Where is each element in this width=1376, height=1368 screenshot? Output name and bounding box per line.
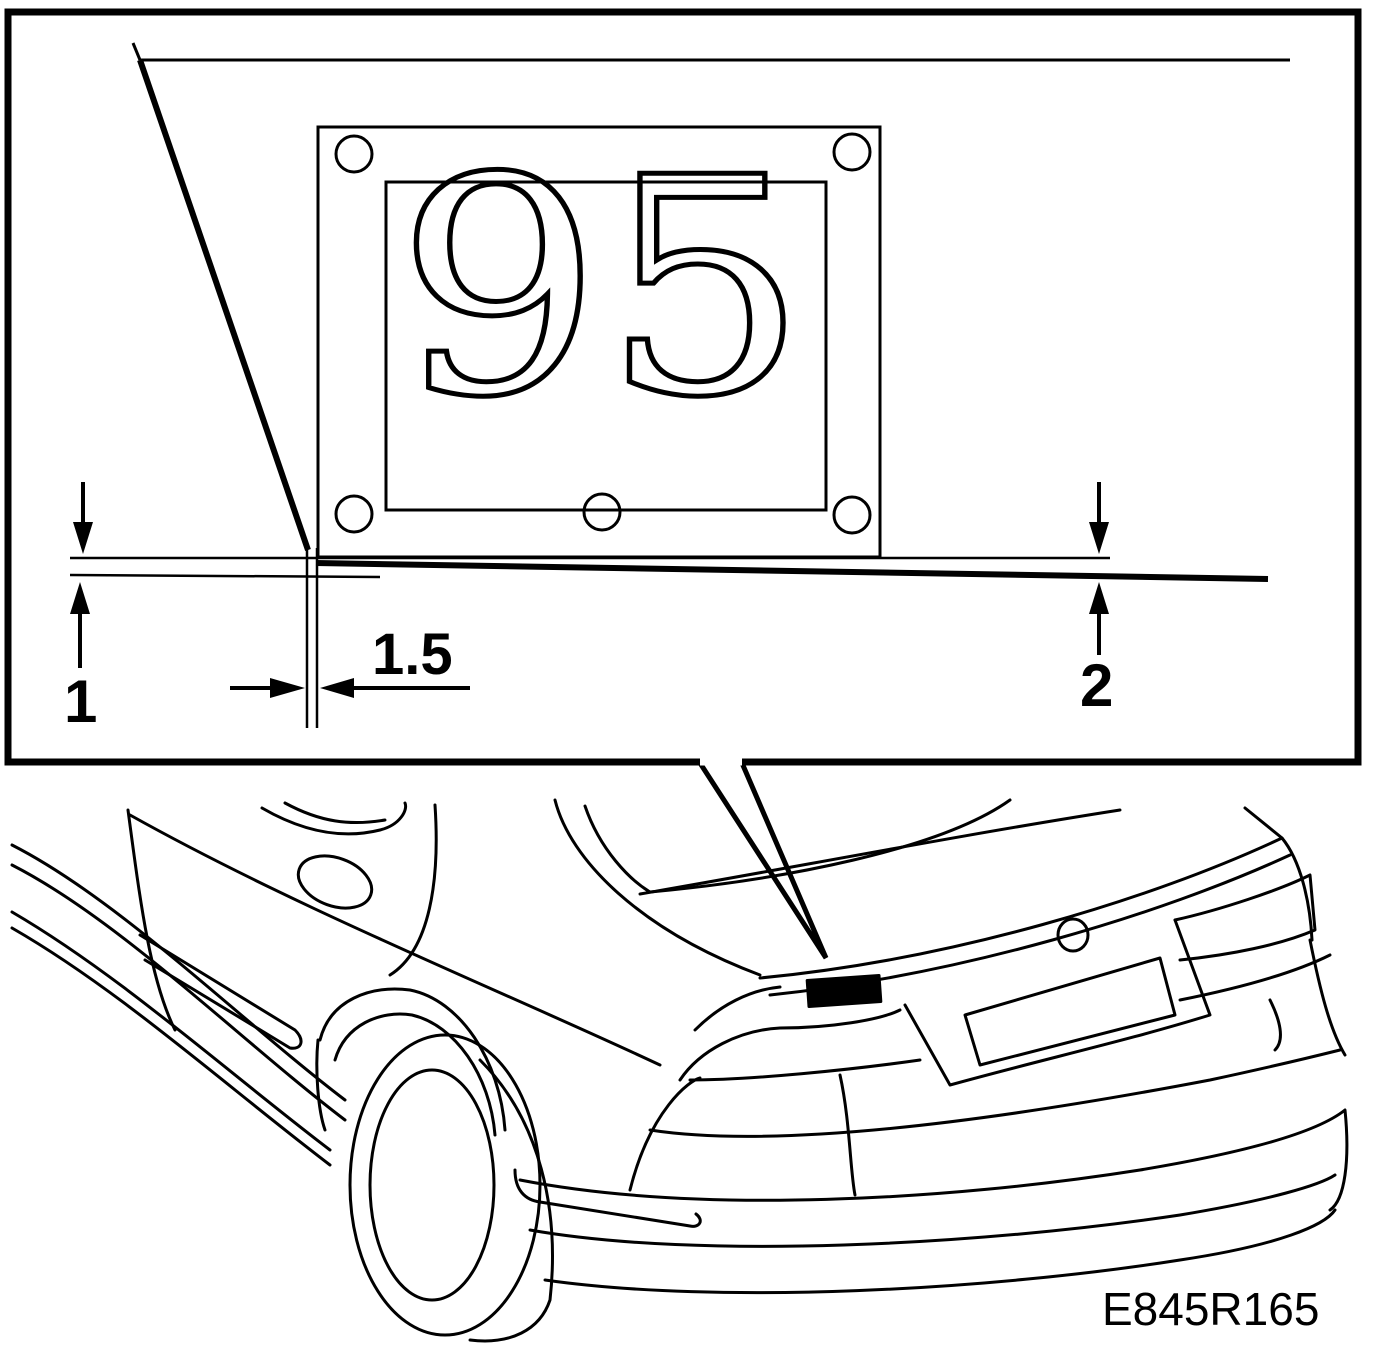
taillight-left-top	[693, 985, 782, 1032]
dimension-arrows-1	[70, 482, 93, 668]
side-sill-line-3	[10, 910, 332, 1152]
inset-frame	[4, 8, 1362, 766]
plate-recess	[903, 918, 1212, 1087]
bumper-bottom	[543, 1208, 1337, 1295]
gap-dimension-label: 1.5	[372, 622, 453, 687]
gap-dimension-arrows	[230, 678, 470, 698]
mounting-hole-bottom-center	[582, 492, 622, 532]
bumper-face	[518, 1108, 1349, 1212]
model-badge: 95	[396, 114, 808, 463]
callout-pointer	[695, 760, 829, 960]
rear-window-bottom	[638, 808, 1122, 896]
rear-window-lower	[283, 801, 387, 825]
mounting-hole-top-right	[832, 132, 872, 172]
bumper-top	[648, 1048, 1342, 1138]
trunk-lid-inner	[583, 798, 1012, 894]
figure-reference-code: E845R165	[1102, 1283, 1319, 1335]
rear-tire	[348, 1033, 542, 1337]
taillight-right	[1173, 873, 1317, 962]
callout-label-2: 2	[1080, 652, 1113, 719]
template-inner-frame	[384, 180, 828, 512]
wheel-rim	[368, 1068, 496, 1302]
side-sill-line-1	[10, 843, 347, 1102]
side-sill-line-2	[10, 863, 347, 1122]
callout-label-1: 1	[64, 668, 97, 735]
mounting-hole-bottom-left	[334, 494, 374, 534]
bumper-side	[838, 1073, 857, 1197]
fender-lip	[315, 1038, 327, 1132]
fuel-filler-cap	[296, 854, 374, 910]
door-edge-line	[126, 808, 177, 1032]
belt-line	[128, 813, 662, 1067]
bumper-upper-surface	[628, 1076, 702, 1192]
rear-corner	[1243, 806, 1314, 942]
detail-inset: 95 1 2 1.5	[4, 8, 1362, 766]
licence-plate	[963, 956, 1177, 1067]
spoiler-bottom	[768, 853, 1292, 997]
bumper-reflector	[513, 1168, 702, 1228]
mounting-hole-top-left	[334, 134, 374, 174]
mounting-hole-bottom-right	[832, 495, 872, 535]
rocker-strip	[138, 933, 303, 1050]
tire-tread	[468, 1058, 554, 1343]
trunk-lid-front-edge	[553, 798, 762, 977]
wheel-arch-inner	[333, 1012, 497, 1137]
tick-mark	[131, 42, 142, 61]
reference-line-left-lower	[69, 573, 381, 579]
rear-quarter-edge	[1268, 998, 1282, 1052]
template-outer-frame	[316, 125, 882, 559]
side-sill-line-4	[10, 926, 332, 1167]
rear-window-upper	[260, 801, 408, 836]
dimension-arrows-2	[1089, 482, 1109, 655]
slanted-body-edge	[137, 59, 311, 551]
bumper-lower	[528, 1173, 1337, 1248]
body-crease-rear	[1308, 938, 1347, 1057]
boot-lid-edge	[315, 560, 1269, 582]
c-pillar-curve	[388, 803, 438, 977]
taillight-left-lower	[678, 1008, 902, 1082]
car-rear-view	[10, 798, 1349, 1343]
taillight-band	[688, 1058, 922, 1082]
spoiler-top	[758, 836, 1284, 980]
boot-badge	[805, 974, 883, 1008]
boot-lock	[1056, 917, 1090, 953]
